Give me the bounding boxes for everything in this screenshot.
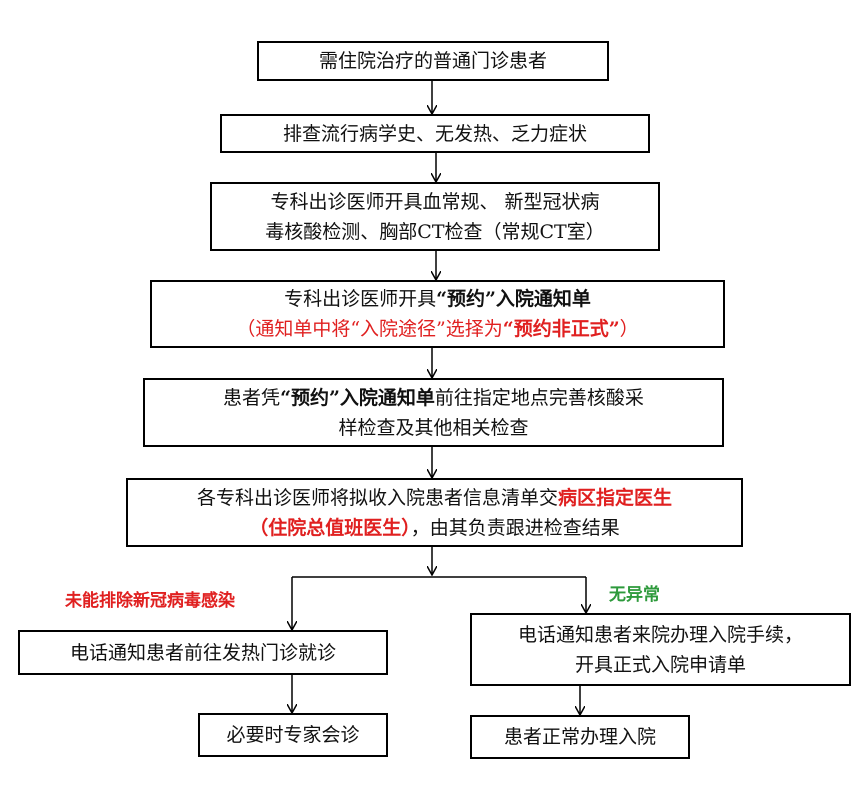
step-normal-admission-box: 患者正常办理入院 [470, 715, 690, 759]
step-outpatient-box: 需住院治疗的普通门诊患者 [257, 41, 609, 81]
step-handover-line2: （住院总值班医生），由其负责跟进检查结果 [249, 516, 620, 539]
step-screening-text: 排查流行病学史、无发热、乏力症状 [282, 122, 587, 145]
step-notice-line1: 专科出诊医师开具“预约”入院通知单 [284, 288, 591, 310]
step-screening-box: 排查流行病学史、无发热、乏力症状 [220, 114, 650, 153]
step-sampling-box: 患者凭“预约”入院通知单前往指定地点完善核酸采 样检查及其他相关检查 [143, 378, 724, 447]
step-handover-box: 各专科出诊医师将拟收入院患者信息清单交病区指定医生 （住院总值班医生），由其负责… [126, 478, 743, 547]
step-sampling-line2: 样检查及其他相关检查 [338, 416, 529, 439]
step-normal-admission-text: 患者正常办理入院 [503, 726, 656, 748]
step-handover-line1: 各专科出诊医师将拟收入院患者信息清单交病区指定医生 [196, 486, 673, 509]
step-notice-box: 专科出诊医师开具“预约”入院通知单 （通知单中将“入院途径”选择为“预约非正式”… [150, 280, 725, 348]
step-sampling-line1: 患者凭“预约”入院通知单前往指定地点完善核酸采 [223, 386, 644, 409]
branch-label-infection: 未能排除新冠病毒感染 [65, 591, 235, 611]
step-tests-box: 专科出诊医师开具血常规、 新型冠状病 毒核酸检测、胸部CT检查（常规CT室） [210, 182, 660, 251]
step-tests-line2: 毒核酸检测、胸部CT检查（常规CT室） [265, 220, 605, 243]
step-admission-notice-box: 电话通知患者来院办理入院手续， 开具正式入院申请单 [470, 613, 851, 686]
step-expert-consult-text: 必要时专家会诊 [226, 724, 360, 746]
step-admission-notice-line1: 电话通知患者来院办理入院手续， [517, 623, 803, 646]
branch-label-normal: 无异常 [609, 585, 660, 605]
step-fever-clinic-box: 电话通知患者前往发热门诊就诊 [18, 630, 388, 675]
step-expert-consult-box: 必要时专家会诊 [198, 713, 388, 757]
step-tests-line1: 专科出诊医师开具血常规、 新型冠状病 [270, 190, 600, 213]
step-outpatient-text: 需住院治疗的普通门诊患者 [318, 50, 547, 72]
step-fever-clinic-text: 电话通知患者前往发热门诊就诊 [69, 641, 336, 664]
step-admission-notice-line2: 开具正式入院申请单 [574, 653, 746, 676]
step-notice-line2: （通知单中将“入院途径”选择为“预约非正式”） [236, 318, 639, 340]
